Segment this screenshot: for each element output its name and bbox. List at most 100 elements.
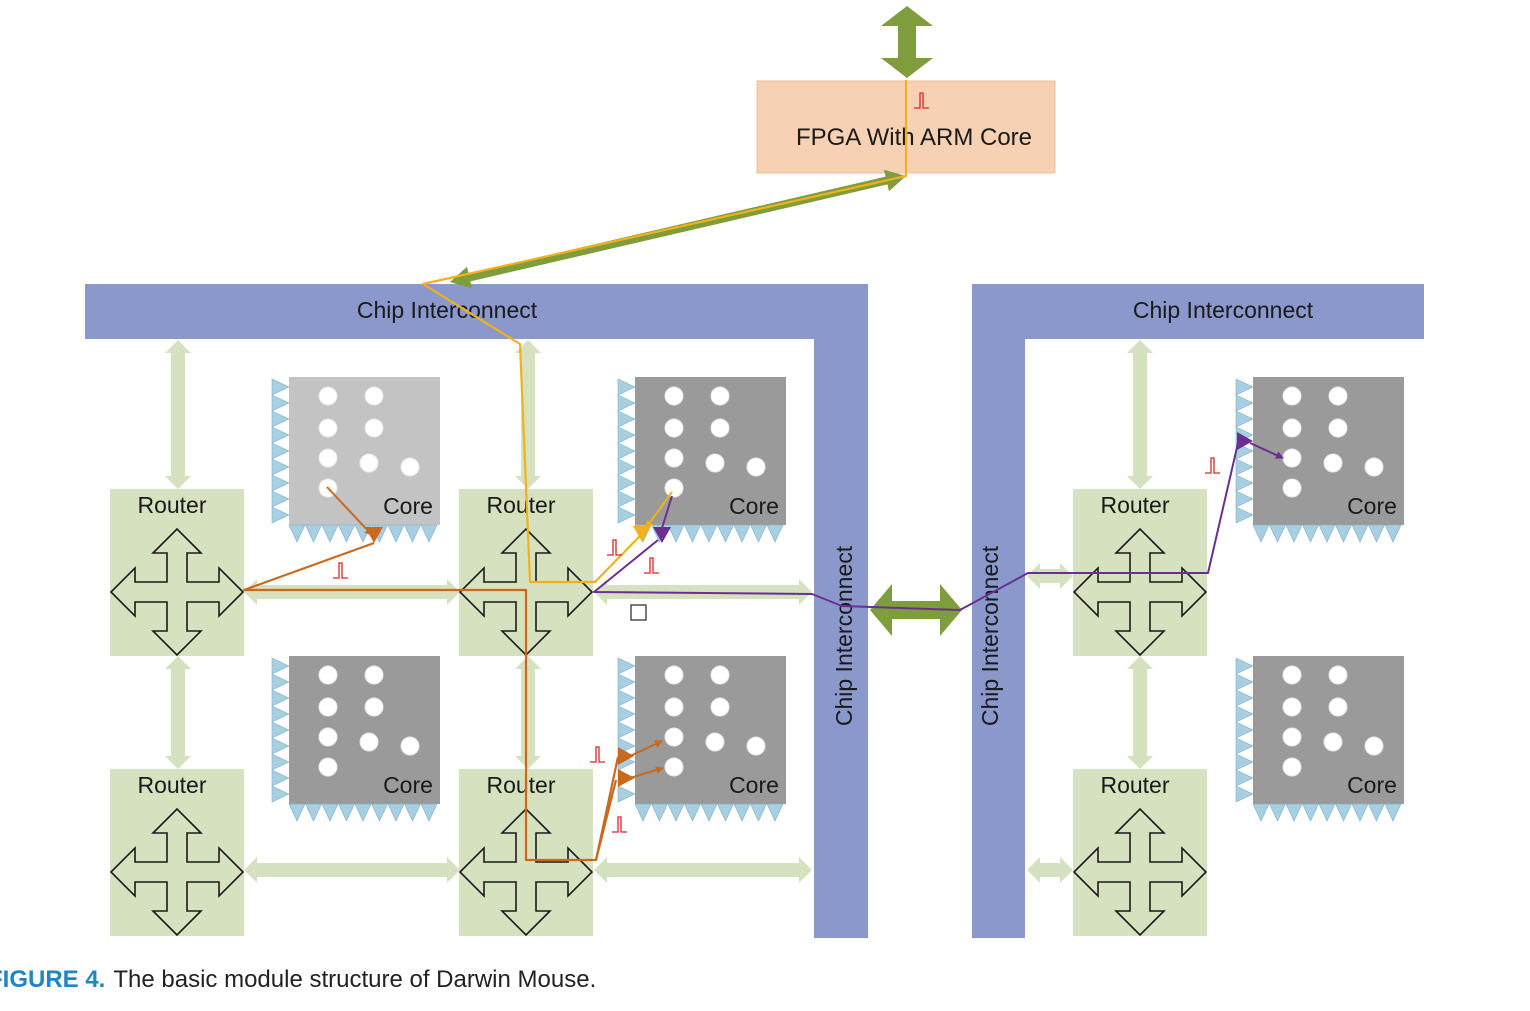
dendrite-triangle (617, 689, 636, 707)
dendrite-triangle (617, 474, 636, 492)
caption-text: The basic module structure of Darwin Mou… (113, 966, 597, 993)
dendrite-triangle (271, 689, 290, 707)
link-h-left-top (244, 579, 460, 605)
link-h-right-top (1027, 563, 1073, 589)
axon-triangle (1318, 524, 1336, 543)
orange-path-target-2 (629, 766, 664, 779)
purple-path-core-out (661, 495, 673, 529)
router: Router (109, 769, 245, 937)
purple-synapse (1237, 432, 1253, 450)
dendrite-triangle (1235, 394, 1254, 412)
interconnect-right-vertical-label: Chip Interconnect (977, 545, 1003, 726)
fpga-label: FPGA With ARM Core (796, 124, 1032, 151)
dendrite-triangle (617, 721, 636, 739)
axon-triangle (1269, 524, 1286, 543)
axon-triangle (338, 524, 355, 543)
dendrite-triangle (1235, 673, 1254, 691)
dendrite-triangle (271, 673, 290, 691)
axon-triangle (404, 524, 421, 543)
link-h-left-bottom (244, 857, 460, 883)
four-way-arrow-icon (109, 527, 245, 657)
neuron-circle (705, 453, 725, 473)
dendrite-triangle (1235, 689, 1254, 707)
link-v-left-mid (165, 656, 191, 769)
purple-path-target (1249, 442, 1284, 459)
axon-triangle (717, 803, 734, 822)
link-v-left-top (165, 340, 191, 489)
dendrite-triangle (271, 753, 290, 771)
core: Core (271, 377, 440, 543)
axon-triangle (305, 803, 322, 822)
neuron-circle (746, 736, 766, 756)
core-body (289, 377, 440, 525)
neuron-circle (1282, 697, 1302, 717)
axon-triangle (1252, 524, 1270, 543)
dendrite-triangle (617, 673, 636, 691)
axon-triangle (305, 524, 322, 543)
yellow-synapse (633, 526, 651, 542)
fpga-io-arrow (881, 6, 933, 78)
axon-triangle (288, 803, 306, 822)
neuron-circle (664, 665, 684, 685)
neuron-circle (1323, 453, 1343, 473)
neuron-circle (359, 453, 379, 473)
spike-paths (242, 80, 1284, 862)
axon-triangle (1302, 803, 1319, 822)
neuron-circle (664, 697, 684, 717)
neuron-circle (1364, 736, 1384, 756)
axon-triangle (766, 803, 784, 822)
neuron-circle (1282, 448, 1302, 468)
axon-triangle (371, 803, 388, 822)
core-label: Core (1347, 493, 1397, 519)
neuron-circle (1364, 457, 1384, 477)
purple-path-route (593, 442, 1239, 611)
orange-path-target-1 (629, 740, 663, 757)
chip-interconnect-left: Chip Interconnect Chip Interconnect (85, 284, 868, 938)
neuron-circle (318, 757, 338, 777)
marker-square (630, 604, 647, 621)
link-h-mid-bottom (594, 857, 812, 883)
yellow-path (421, 80, 908, 584)
yellow-path-core (645, 491, 673, 529)
neuron-circle (1323, 732, 1343, 752)
neuron-circle (1328, 386, 1348, 406)
core: Core (1235, 656, 1404, 822)
axon-triangle (717, 524, 734, 543)
dendrite-triangle (271, 378, 290, 396)
axon-triangle (651, 803, 668, 822)
dendrite-triangle (1235, 378, 1254, 396)
router-label: Router (486, 492, 555, 518)
orange-path-core-out (326, 486, 373, 536)
neuron-circle (664, 418, 684, 438)
axon-triangle (667, 524, 685, 543)
router: Router (109, 489, 245, 657)
dendrite-triangle (617, 442, 636, 460)
router: Router (1072, 769, 1208, 937)
dendrite-triangle (271, 721, 290, 739)
dendrite-triangle (271, 705, 290, 723)
interconnect-right-label: Chip Interconnect (1133, 297, 1314, 323)
neuron-circle (710, 697, 730, 717)
dendrite-triangle (1235, 785, 1254, 803)
axon-triangle (1368, 524, 1385, 543)
dendrite-triangle (617, 458, 636, 476)
neuron-circle (359, 732, 379, 752)
dendrite-triangle (617, 785, 636, 803)
router-label: Router (137, 772, 206, 798)
neuron-circle (1328, 697, 1348, 717)
link-v-right-mid (1127, 656, 1153, 769)
axon-triangle (420, 803, 438, 822)
axon-triangle (387, 803, 405, 822)
axon-triangle (1269, 803, 1286, 822)
dendrite-triangle (1235, 705, 1254, 723)
link-v-right-top (1127, 340, 1153, 489)
neuron-circle (664, 478, 684, 498)
chip-interconnect-right: Chip Interconnect Chip Interconnect (972, 284, 1424, 938)
interconnect-left-label: Chip Interconnect (357, 297, 538, 323)
link-h-right-bottom (1027, 857, 1073, 883)
axon-triangle (338, 803, 355, 822)
neuron-circle (1282, 665, 1302, 685)
axon-triangle (733, 524, 751, 543)
neuron-circle (318, 665, 338, 685)
